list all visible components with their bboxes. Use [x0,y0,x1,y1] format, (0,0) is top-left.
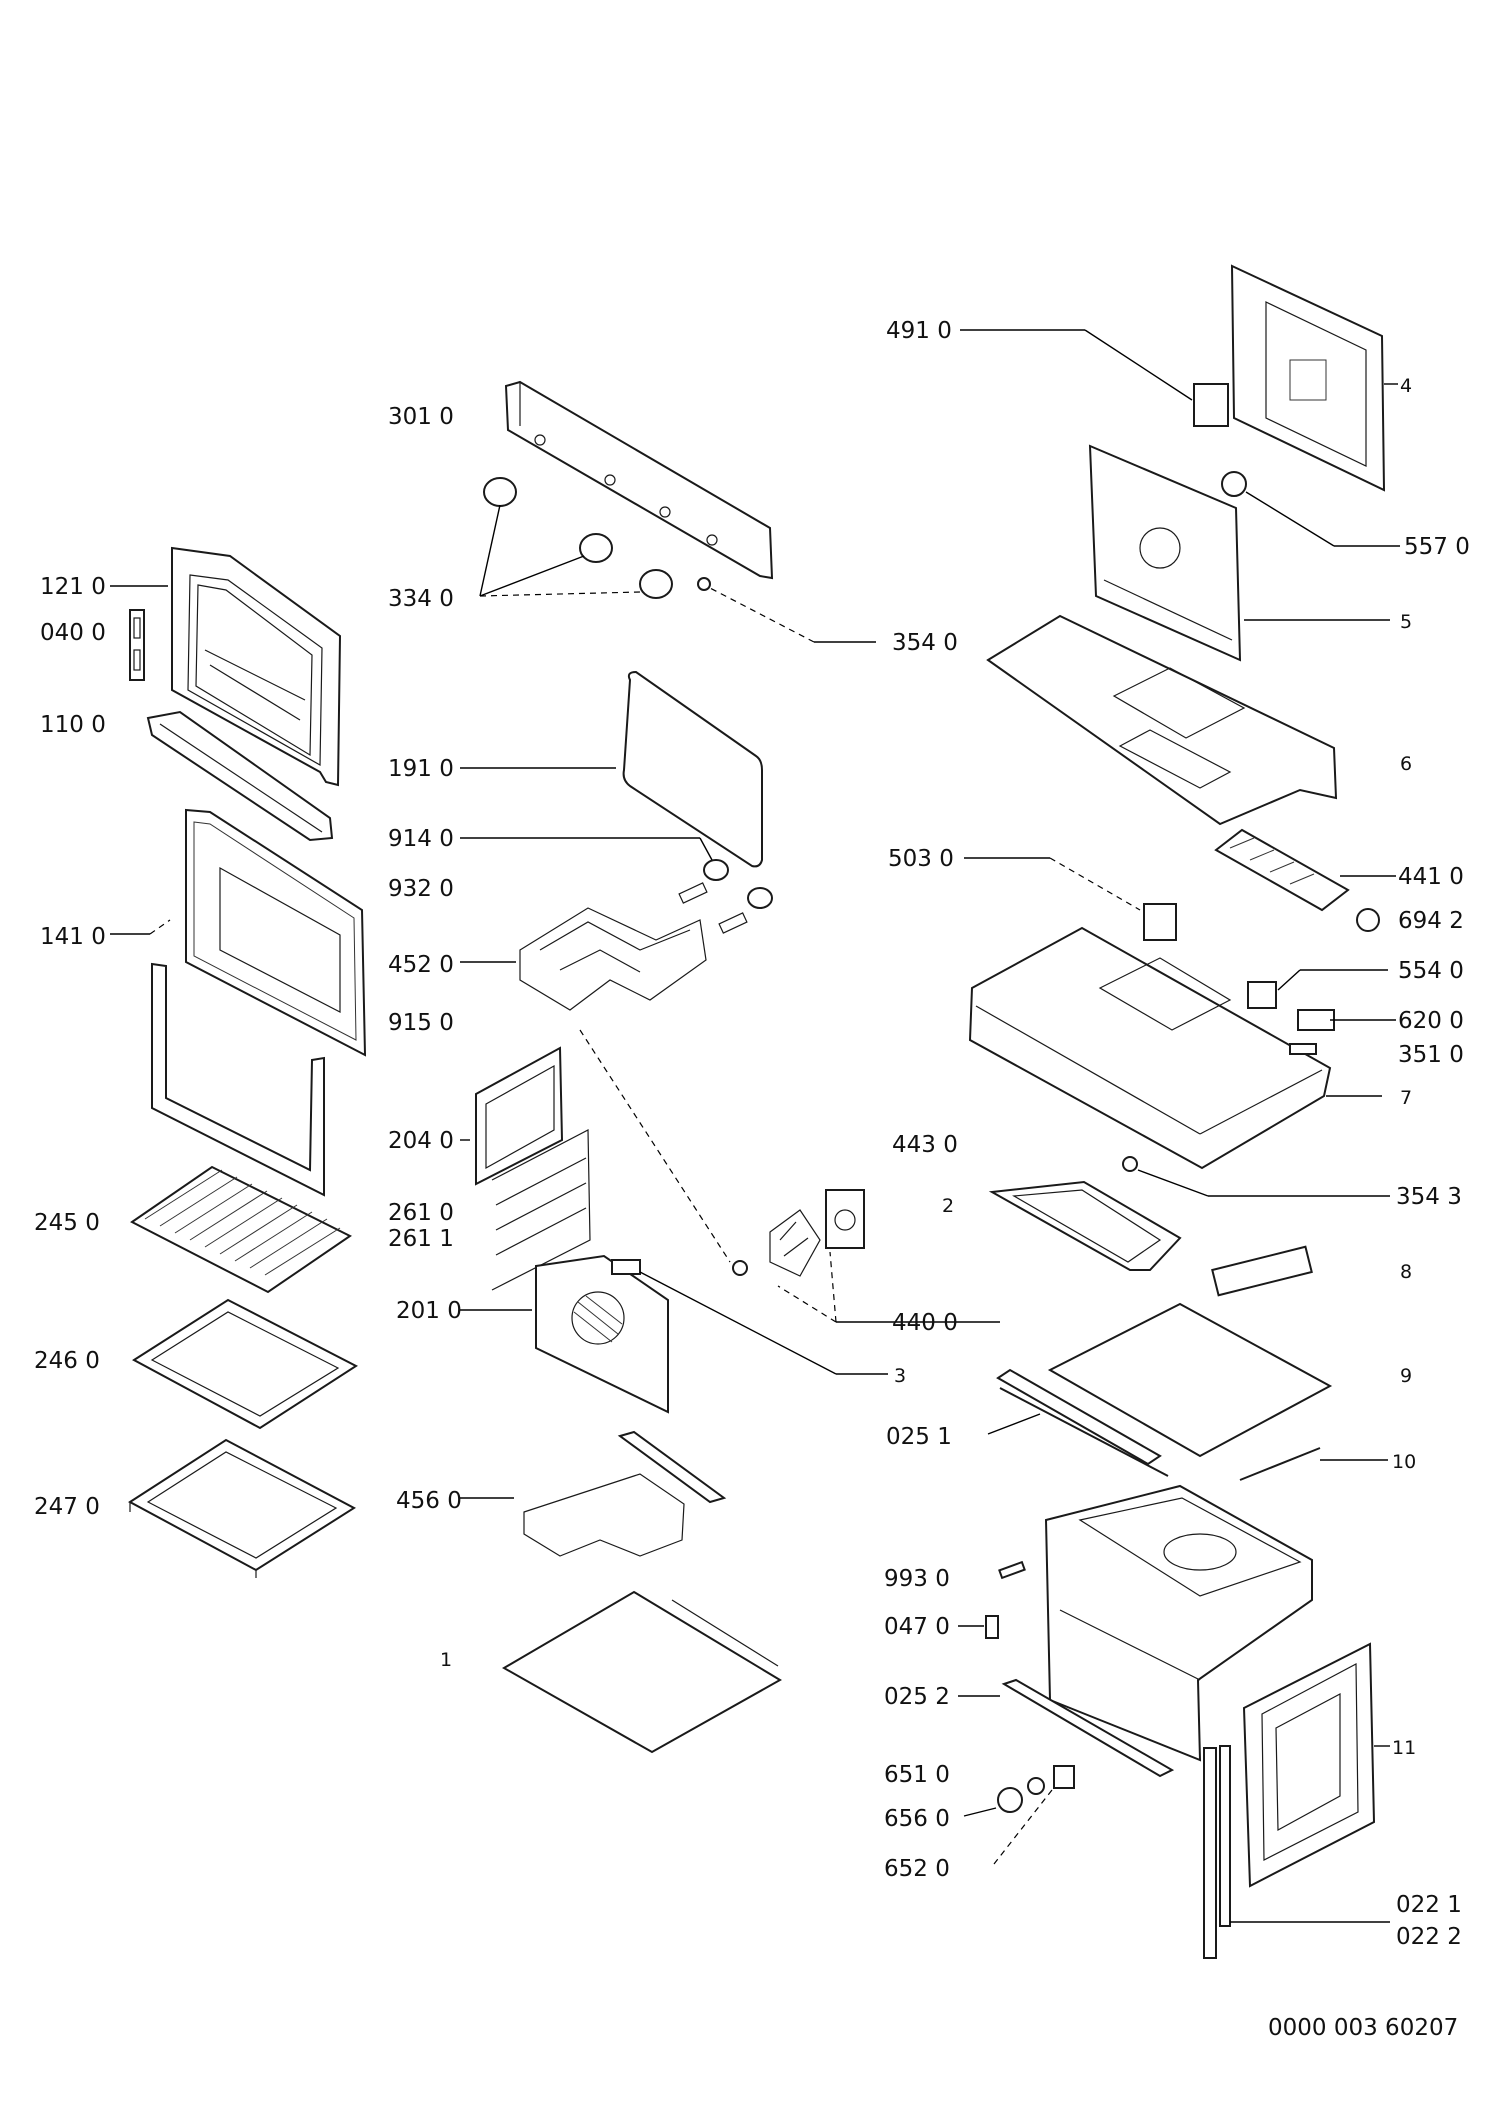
part-block-491 [1193,383,1229,427]
label-441-0: 441 0 [1398,864,1464,890]
part-rear-panel-191 [622,670,763,868]
label-025-2: 025 2 [884,1684,950,1710]
part-tangential-fan-441 [1214,828,1350,912]
part-lamp-651 [997,1765,1075,1813]
callout-labels: 491 0 4 301 0 557 0 121 0 334 0 040 0 35… [34,318,1470,1950]
label-040-0: 040 0 [40,620,106,646]
label-047-0: 047 0 [884,1614,950,1640]
part-oven-cavity [1044,1484,1313,1762]
label-456-0: 456 0 [396,1488,462,1514]
label-620-0: 620 0 [1398,1008,1464,1034]
label-334-0: 334 0 [388,586,454,612]
part-back-plate-4 [1230,264,1386,492]
label-651-0: 651 0 [884,1762,950,1788]
label-915-0: 915 0 [388,1010,454,1036]
part-spring-993 [998,1560,1026,1580]
part-door-frame-121 [171,546,342,787]
part-switches-554 [1247,981,1335,1055]
label-2: 2 [942,1195,954,1217]
label-1: 1 [440,1649,452,1671]
label-354-0: 354 0 [892,630,958,656]
part-lower-element-456 [523,1430,727,1557]
part-wire-shelf-245 [130,1165,352,1294]
label-3: 3 [894,1365,906,1387]
label-191-0: 191 0 [388,756,454,782]
label-993-0: 993 0 [884,1566,950,1592]
label-354-3: 354 3 [1396,1184,1462,1210]
part-top-plate-6 [986,614,1338,826]
part-grommet-557 [1221,471,1247,497]
part-tray-246 [132,1298,358,1430]
part-hinge-040 [129,609,145,681]
part-clip-047 [985,1615,999,1639]
part-cap-694 [1356,908,1380,932]
label-110-0: 110 0 [40,712,106,738]
label-554-0: 554 0 [1398,958,1464,984]
label-022-2: 022 2 [1396,1924,1462,1950]
label-201-0: 201 0 [396,1298,462,1324]
part-liner-204 [475,1046,564,1186]
label-245-0: 245 0 [34,1210,100,1236]
label-8: 8 [1400,1261,1412,1283]
label-452-0: 452 0 [388,952,454,978]
label-121-0: 121 0 [40,574,106,600]
label-7: 7 [1400,1087,1412,1109]
part-block-503 [1143,903,1177,941]
part-cavity-floor-1 [501,1590,782,1754]
label-656-0: 656 0 [884,1806,950,1832]
label-557-0: 557 0 [1404,534,1470,560]
part-side-frame-11 [1242,1642,1376,1888]
label-9: 9 [1400,1365,1412,1387]
part-heating-element-452 [519,859,773,1011]
label-022-1: 022 1 [1396,1892,1462,1918]
part-runner-025-2 [1001,1678,1175,1778]
part-side-panel-5 [1088,444,1242,662]
part-inner-tray-2 [988,1180,1182,1271]
part-runner-025-1 [999,1387,1169,1477]
part-bush-354-3 [1122,1156,1138,1172]
label-443-0: 443 0 [892,1132,958,1158]
label-11: 11 [1392,1737,1416,1759]
label-914-0: 914 0 [388,826,454,852]
part-handle-110 [146,710,334,842]
label-204-0: 204 0 [388,1128,454,1154]
part-bracket-8 [1211,1245,1313,1297]
label-261-0: 261 0 [388,1200,454,1226]
label-5: 5 [1400,611,1412,633]
label-301-0: 301 0 [388,404,454,430]
label-440-0: 440 0 [892,1310,958,1336]
label-246-0: 246 0 [34,1348,100,1374]
part-deep-tray-247 [128,1438,356,1578]
label-652-0: 652 0 [884,1856,950,1882]
part-door-glass-141 [151,808,367,1197]
label-10: 10 [1392,1451,1416,1473]
label-932-0: 932 0 [388,876,454,902]
part-bush-354 [697,577,711,591]
label-503-0: 503 0 [888,846,954,872]
document-code: 0000 003 60207 [1268,2015,1459,2041]
label-025-1: 025 1 [886,1424,952,1450]
label-261-1: 261 1 [388,1226,454,1252]
label-351-0: 351 0 [1398,1042,1464,1068]
part-fan-cover-201 [535,1254,669,1414]
part-insulation-plate-9 [996,1302,1333,1466]
label-6: 6 [1400,753,1412,775]
part-hinge-rails-022 [1203,1745,1231,1959]
label-4: 4 [1400,375,1412,397]
leader-lines [110,329,1400,1923]
label-247-0: 247 0 [34,1494,100,1520]
label-141-0: 141 0 [40,924,106,950]
label-491-0: 491 0 [886,318,952,344]
label-694-2: 694 2 [1398,908,1464,934]
part-control-panel-301 [504,380,774,580]
part-rod-10 [1239,1447,1321,1481]
part-control-housing-7 [968,926,1332,1170]
part-fan-motor-440 [732,1189,865,1277]
